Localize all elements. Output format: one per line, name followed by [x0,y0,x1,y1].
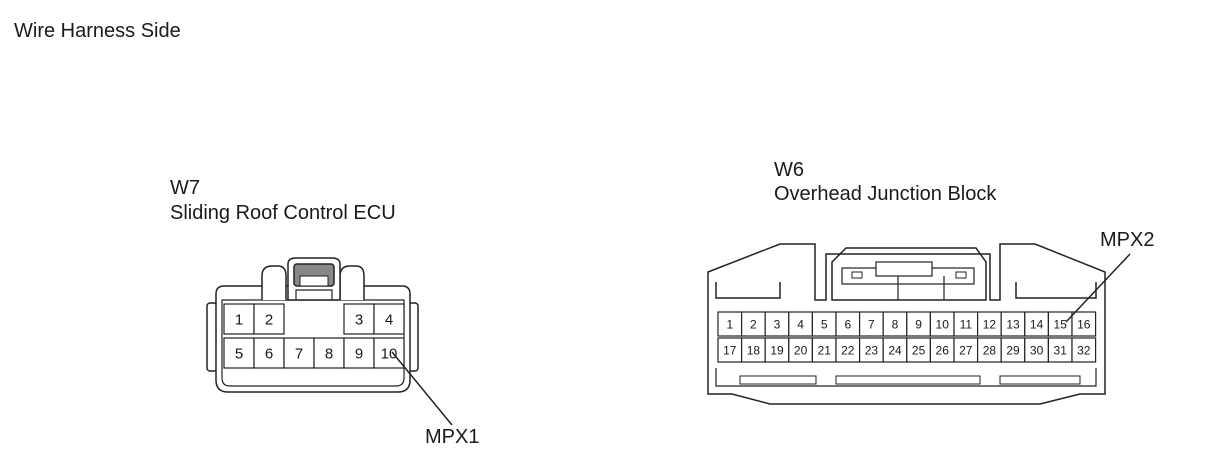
w6-pin-23: 23 [858,337,884,363]
w6-pin-label: 19 [770,343,784,357]
w7-pin-label: 9 [355,345,363,362]
w6-pin-15: 15 [1047,311,1073,337]
w7-pin-6: 6 [253,337,285,369]
w6-pin-label: 11 [960,317,973,331]
w6-pin-label: 10 [936,317,950,331]
w6-pin-label: 26 [936,343,950,357]
w6-pin-26: 26 [929,337,955,363]
w6-connector-code: W6 [774,159,804,181]
w7-pin-5: 5 [223,337,255,369]
w6-pin-2: 2 [740,311,766,337]
w7-pin-label: 4 [385,311,393,328]
w6-pin-label: 29 [1006,343,1020,357]
w7-pin-7: 7 [283,337,315,369]
w6-pin-row-bottom: 17 18 19 20 21 22 23 24 25 26 27 28 29 30 31 32 [717,337,1097,363]
mpx1-leader-line [391,351,453,426]
w6-pin-label: 16 [1077,317,1091,331]
w6-pin-label: 25 [912,343,926,357]
w6-pin-16: 16 [1071,311,1097,337]
w7-pin-label: 1 [235,311,243,328]
w6-pin-22: 22 [835,337,861,363]
w6-pin-label: 31 [1054,343,1068,357]
w6-pin-21: 21 [811,337,837,363]
w6-pin-label: 20 [794,343,808,357]
w6-pin-label: 32 [1077,343,1091,357]
w7-pin-label: 10 [381,345,398,362]
w7-pin-9: 9 [343,337,375,369]
w6-pin-label: 27 [959,343,973,357]
w7-pin-label: 2 [265,311,273,328]
w6-pin-label: 24 [888,343,902,357]
w6-pin-7: 7 [858,311,884,337]
w6-pin-6: 6 [835,311,861,337]
w6-pin-label: 4 [797,317,804,331]
w6-pin-13: 13 [1000,311,1026,337]
w6-pin-label: 9 [915,317,922,331]
w6-pin-30: 30 [1024,337,1050,363]
w6-pin-19: 19 [764,337,790,363]
w7-pin-label: 6 [265,345,273,362]
w6-pin-label: 2 [750,317,757,331]
page-title: Wire Harness Side [14,20,181,42]
w6-pin-10: 10 [929,311,955,337]
w7-pin-8: 8 [313,337,345,369]
mpx2-leader-line [1065,253,1131,323]
w6-pin-label: 28 [983,343,997,357]
w6-pin-31: 31 [1047,337,1073,363]
w6-pin-11: 11 [953,311,979,337]
w6-pin-9: 9 [906,311,931,337]
w6-pin-3: 3 [764,311,790,337]
w6-pin-label: 21 [818,343,832,357]
w7-pin-label: 7 [295,345,303,362]
w7-pin-1: 1 [223,303,255,335]
w7-pin-label: 5 [235,345,243,362]
w6-pin-label: 15 [1054,317,1068,331]
w6-pin-label: 14 [1030,317,1044,331]
w6-pin-25: 25 [906,337,931,363]
w6-pin-20: 20 [788,337,813,363]
w6-pin-5: 5 [811,311,837,337]
w7-pin-3: 3 [343,303,375,335]
w7-connector-code: W7 [170,177,200,199]
w6-connector-name: Overhead Junction Block [774,183,997,205]
w6-pin-label: 23 [865,343,879,357]
w6-pin-28: 28 [976,337,1002,363]
w6-pin-8: 8 [882,311,908,337]
w7-pin-row-top: 1 2 3 4 [223,303,405,335]
w7-pin-label: 8 [325,345,333,362]
w6-pin-label: 7 [868,317,875,331]
w6-pin-29: 29 [1000,337,1026,363]
w6-pin-17: 17 [717,337,743,363]
w6-pin-24: 24 [882,337,908,363]
w6-pin-1: 1 [717,311,743,337]
w7-pin-2: 2 [253,303,285,335]
mpx1-callout-label: MPX1 [425,426,480,448]
w6-pin-12: 12 [976,311,1002,337]
mpx2-callout-label: MPX2 [1100,229,1155,251]
w6-pin-14: 14 [1024,311,1050,337]
w7-pin-row-bottom: 5 6 7 8 9 10 [223,337,405,369]
w7-pin-label: 3 [355,311,363,328]
w6-pin-label: 13 [1006,317,1020,331]
w6-pin-label: 8 [892,317,899,331]
w7-connector-name: Sliding Roof Control ECU [170,202,396,224]
w6-pin-4: 4 [788,311,813,337]
w6-pin-label: 1 [726,317,733,331]
w6-pin-32: 32 [1071,337,1097,363]
w6-pin-label: 18 [747,343,761,357]
w7-pin-4: 4 [373,303,405,335]
w6-pin-18: 18 [740,337,766,363]
w7-pin-10: 10 [373,337,405,369]
w6-pin-label: 22 [841,343,855,357]
w6-pin-27: 27 [953,337,979,363]
w6-pin-label: 5 [821,317,828,331]
w6-pin-label: 3 [774,317,781,331]
w6-pin-label: 17 [723,343,737,357]
w6-pin-label: 30 [1030,343,1044,357]
w6-pin-label: 6 [844,317,851,331]
w6-pin-label: 12 [983,317,997,331]
